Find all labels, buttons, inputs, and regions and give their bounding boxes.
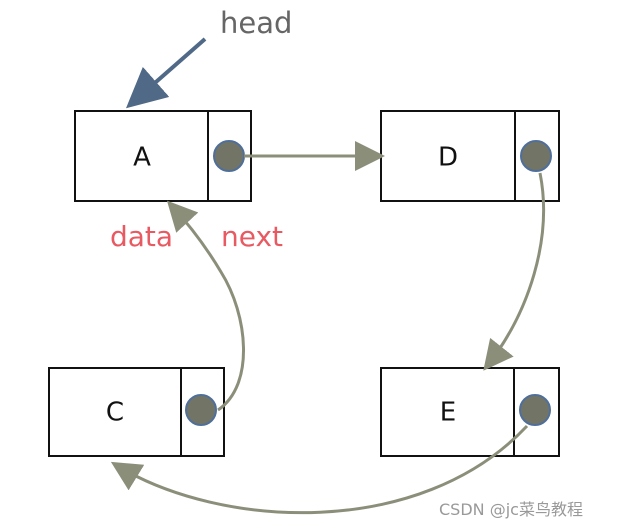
watermark: CSDN @jc菜鸟教程 [439, 500, 583, 519]
node-c-label: C [106, 398, 124, 428]
link-c-to-a [166, 200, 245, 412]
data-label: data [110, 220, 173, 253]
head-pointer: head [125, 6, 292, 109]
node-c: C [48, 367, 225, 457]
link-d-to-e [483, 172, 546, 371]
node-d-label: D [438, 143, 458, 173]
node-c-pointer-dot [185, 394, 217, 426]
head-arrow [125, 37, 207, 109]
node-e: E [380, 367, 560, 457]
node-e-pointer-dot [519, 394, 551, 426]
head-label: head [220, 6, 292, 40]
node-e-label: E [440, 398, 456, 428]
node-a-label: A [133, 143, 151, 173]
node-d: D [380, 110, 560, 202]
node-d-pointer-dot [520, 140, 552, 172]
node-a-pointer-dot [213, 140, 245, 172]
links [110, 141, 546, 515]
link-e-to-c [110, 424, 529, 515]
next-label: next [221, 220, 283, 253]
node-a: A [74, 110, 252, 202]
